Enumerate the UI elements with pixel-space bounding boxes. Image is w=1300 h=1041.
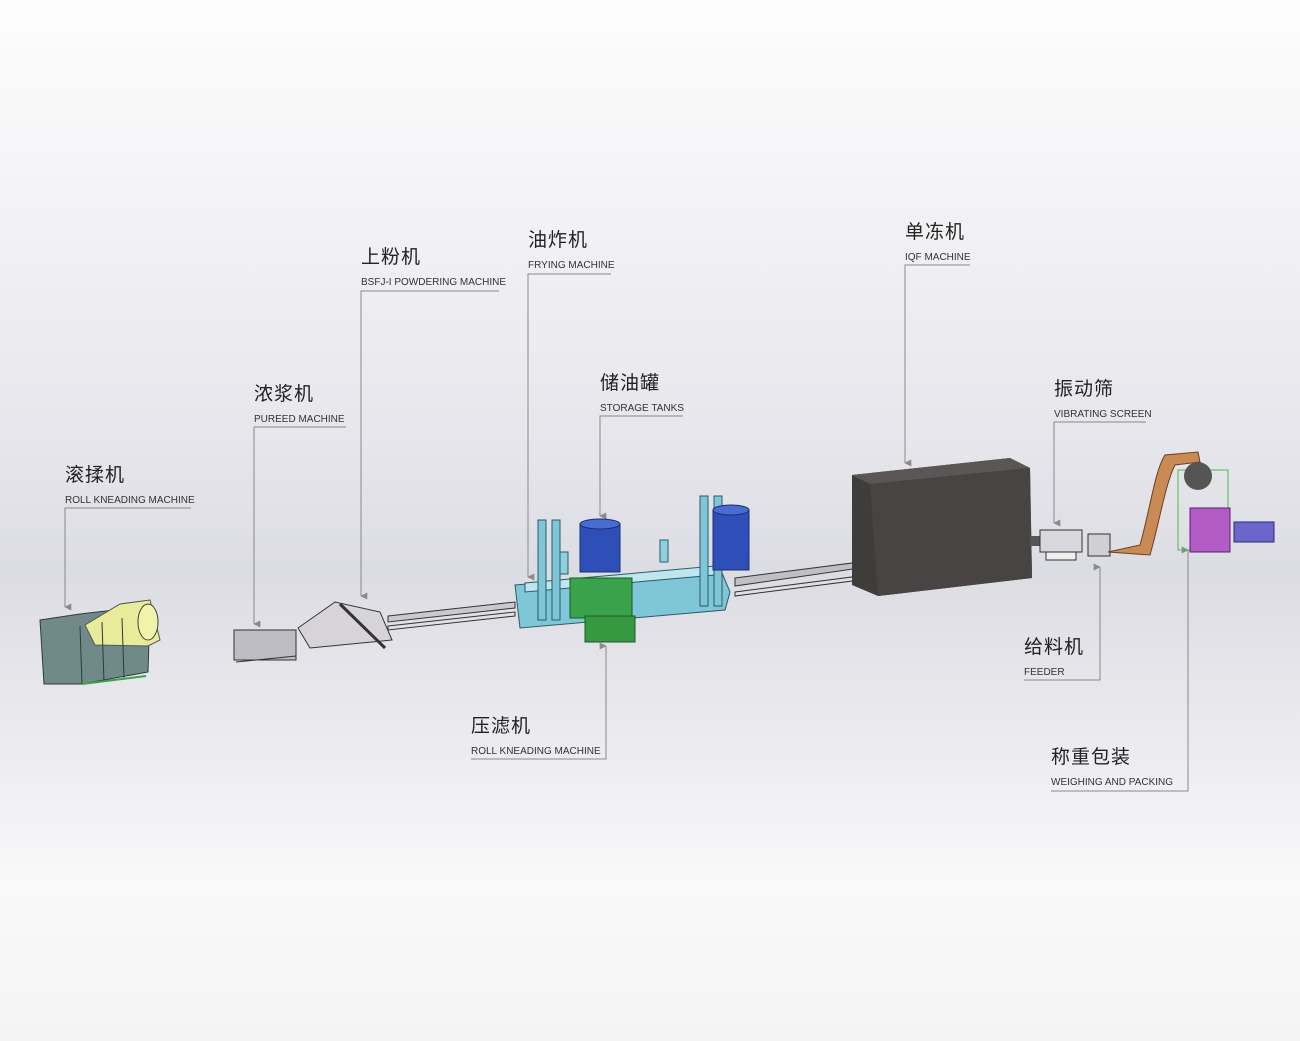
storage-tanks (579, 504, 750, 573)
label-pureed: 浓浆机 PUREED MACHINE (254, 384, 345, 426)
label-en: WEIGHING AND PACKING (1051, 777, 1174, 788)
label-feeder: 给料机 FEEDER (1024, 637, 1085, 679)
label-powdering: 上粉机 BSFJ-I POWDERING MACHINE (361, 247, 507, 289)
label-en: IQF MACHINE (905, 252, 971, 263)
conveyor-1 (387, 601, 516, 631)
label-vibrating: 振动筛 VIBRATING SCREEN (1054, 379, 1152, 421)
label-roll-kneading: 滚揉机 ROLL KNEADING MACHINE (65, 465, 195, 507)
powdering-machine (297, 601, 393, 650)
leader-lines (64, 264, 1189, 792)
label-en: ROLL KNEADING MACHINE (65, 495, 195, 506)
label-cn: 上粉机 (361, 247, 422, 268)
label-en: VIBRATING SCREEN (1054, 409, 1152, 420)
feeder (1087, 533, 1111, 557)
label-cn: 给料机 (1024, 637, 1085, 658)
label-storage: 储油罐 STORAGE TANKS (600, 373, 684, 415)
conveyor-2 (734, 561, 861, 597)
filter-press-machine (569, 577, 636, 643)
weighing-packing-machine (1177, 462, 1275, 553)
bucket-elevator (1107, 451, 1201, 556)
pureed-machine (233, 629, 297, 663)
label-en: ROLL KNEADING MACHINE (471, 746, 601, 757)
label-cn: 振动筛 (1054, 379, 1115, 400)
label-cn: 压滤机 (471, 716, 532, 737)
label-en: BSFJ-I POWDERING MACHINE (361, 277, 507, 288)
label-filter-press: 压滤机 ROLL KNEADING MACHINE (471, 716, 601, 758)
label-cn: 滚揉机 (65, 465, 126, 486)
iqf-machine (852, 458, 1048, 596)
vibrating-screen (1039, 529, 1083, 561)
label-en: FRYING MACHINE (528, 260, 615, 271)
label-weighing: 称重包装 WEIGHING AND PACKING (1051, 747, 1174, 789)
label-cn: 称重包装 (1051, 747, 1132, 768)
label-cn: 储油罐 (600, 373, 661, 394)
label-frying: 油炸机 FRYING MACHINE (528, 230, 615, 272)
label-iqf: 单冻机 IQF MACHINE (905, 222, 971, 264)
label-cn: 浓浆机 (254, 384, 315, 405)
label-en: FEEDER (1024, 667, 1065, 678)
label-cn: 单冻机 (905, 222, 966, 243)
label-en: PUREED MACHINE (254, 414, 345, 425)
label-en: STORAGE TANKS (600, 403, 684, 414)
label-cn: 油炸机 (528, 230, 589, 251)
roll-kneading-machine (39, 599, 161, 685)
